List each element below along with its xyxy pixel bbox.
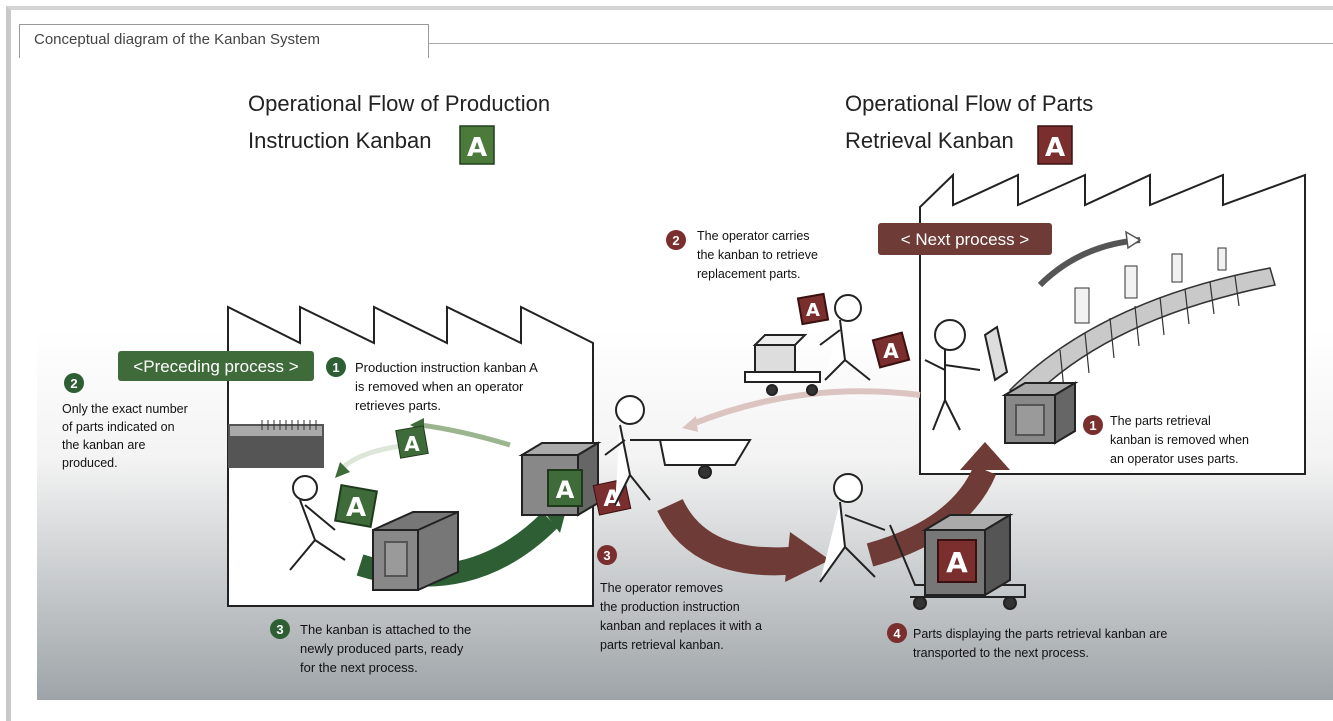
svg-text:Parts displaying the parts ret: Parts displaying the parts retrieval kan… — [913, 627, 1167, 641]
svg-text:for the next process.: for the next process. — [300, 660, 418, 675]
svg-text:an operator uses parts.: an operator uses parts. — [1110, 452, 1239, 466]
svg-text:A: A — [946, 546, 968, 579]
worker-transporting: A — [819, 473, 1026, 610]
svg-text:3: 3 — [603, 548, 610, 563]
svg-text:Production instruction kanban: Production instruction kanban A — [355, 360, 538, 375]
left-step-2: 2 Only the exact number of parts indicat… — [62, 373, 188, 470]
svg-text:A: A — [346, 493, 366, 523]
svg-text:The operator removes: The operator removes — [600, 581, 723, 595]
left-step-3: 3 The kanban is attached to the newly pr… — [270, 619, 471, 675]
svg-text:transported to the next proce: transported to the next process. — [913, 646, 1089, 660]
production-kanban-icon — [459, 125, 495, 165]
svg-text:the production instruction: the production instruction — [600, 600, 740, 614]
svg-text:The kanban is attached to the: The kanban is attached to the — [300, 622, 471, 637]
svg-text:retrieves parts.: retrieves parts. — [355, 398, 441, 413]
worker-retrieving: A — [744, 292, 871, 396]
flow-arrow-retrieve — [688, 388, 921, 428]
svg-text:A: A — [404, 432, 420, 456]
worker-next-process: A — [871, 319, 1009, 431]
left-step-1: 1 Production instruction kanban A is rem… — [326, 357, 538, 413]
svg-text:The parts retrieval: The parts retrieval — [1110, 414, 1211, 428]
svg-text:replacement parts.: replacement parts. — [697, 267, 801, 281]
left-heading-line2: Instruction Kanban — [248, 128, 431, 153]
right-heading: Operational Flow of Parts Retrieval Kanb… — [845, 91, 1093, 165]
svg-text:2: 2 — [70, 376, 77, 391]
worker-preceding-process: A — [289, 475, 379, 571]
svg-text:kanban and replaces it with a: kanban and replaces it with a — [600, 619, 762, 633]
left-heading-line1: Operational Flow of Production — [248, 91, 550, 116]
svg-text:1: 1 — [332, 360, 339, 375]
svg-text:Only the exact number: Only the exact number — [62, 402, 188, 416]
next-process-label-bg — [878, 223, 1052, 255]
svg-text:1: 1 — [1089, 418, 1096, 433]
svg-text:3: 3 — [276, 622, 283, 637]
parts-crate-next-process — [1001, 381, 1079, 445]
diagram-tab[interactable]: Conceptual diagram of the Kanban System — [19, 24, 429, 58]
right-step-3: 3 The operator removes the production in… — [597, 545, 762, 652]
flow-arrow-kanban-removed — [419, 422, 511, 448]
svg-text:4: 4 — [893, 626, 901, 641]
svg-text:A: A — [883, 339, 899, 363]
svg-text:parts retrieval kanban.: parts retrieval kanban. — [600, 638, 724, 652]
svg-text:the kanban to retrieve: the kanban to retrieve — [697, 248, 818, 262]
left-heading: Operational Flow of Production Instructi… — [248, 91, 550, 165]
conveyor-belt — [1008, 230, 1276, 401]
floating-production-kanban: A — [395, 425, 429, 459]
right-heading-line1: Operational Flow of Parts — [845, 91, 1093, 116]
svg-text:The operator carries: The operator carries — [697, 229, 810, 243]
parts-crate-left — [372, 511, 459, 591]
right-step-1: 1 The parts retrieval kanban is removed … — [1083, 414, 1249, 466]
svg-text:is removed when an operator: is removed when an operator — [355, 379, 524, 394]
svg-text:A: A — [467, 133, 487, 163]
right-step-4: 4 Parts displaying the parts retrieval k… — [887, 623, 1167, 660]
svg-text:A: A — [1045, 133, 1065, 163]
preceding-process-label-bg — [118, 351, 314, 381]
svg-text:the kanban are: the kanban are — [62, 438, 145, 452]
svg-text:produced.: produced. — [62, 456, 118, 470]
svg-text:A: A — [556, 476, 575, 504]
preceding-process-label: <Preceding process > — [133, 357, 298, 376]
flow-arrow-transport — [657, 498, 802, 576]
svg-text:2: 2 — [672, 233, 679, 248]
right-step-2: 2 The operator carries the kanban to ret… — [666, 229, 818, 281]
right-heading-line2: Retrieval Kanban — [845, 128, 1014, 153]
next-process-label: < Next process > — [901, 230, 1030, 249]
worker-center — [604, 395, 752, 506]
svg-text:kanban is removed when: kanban is removed when — [1110, 433, 1249, 447]
parts-crate-center: A — [518, 441, 602, 517]
retrieval-kanban-icon — [1037, 125, 1073, 165]
tab-divider — [429, 43, 1333, 44]
svg-text:of parts indicated on: of parts indicated on — [62, 420, 175, 434]
svg-text:newly produced parts, ready: newly produced parts, ready — [300, 641, 464, 656]
production-machine — [228, 420, 324, 468]
svg-text:A: A — [806, 300, 820, 321]
